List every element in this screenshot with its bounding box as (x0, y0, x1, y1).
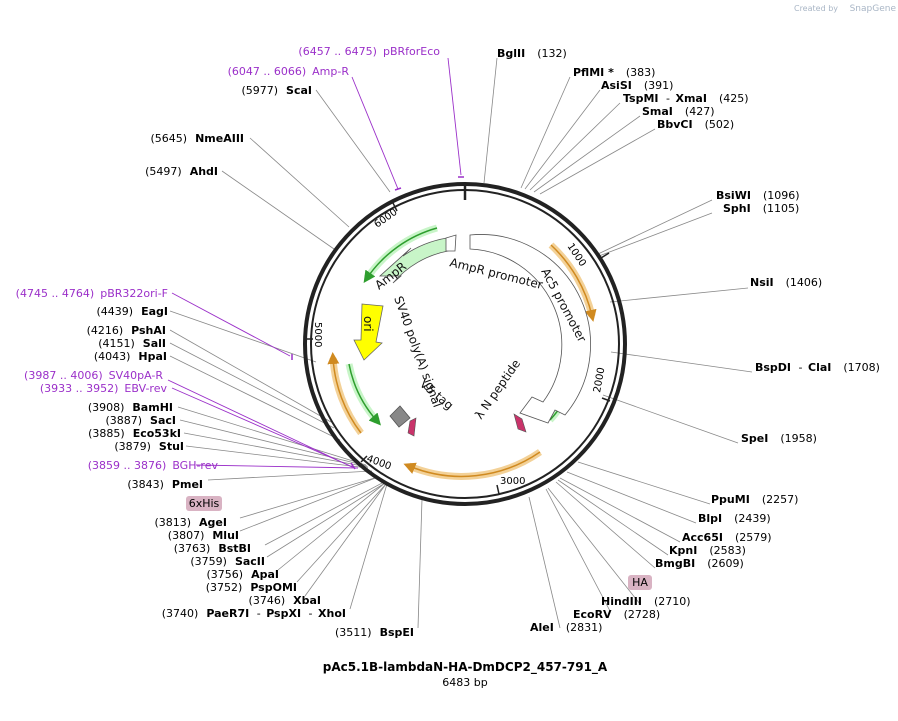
ampr-promoter-feature (445, 234, 457, 252)
site-label: Acc65I(2579) (682, 531, 772, 544)
site-label: (3887)SacI (105, 414, 176, 427)
created-by-text: Created by (794, 4, 838, 13)
site-label: (4043)HpaI (94, 350, 167, 363)
site-label: SpeI(1958) (741, 432, 817, 445)
site-label: (3908)BamHI (88, 401, 173, 414)
ampr-feature (378, 237, 449, 284)
site-label: BmgBI(2609) (655, 557, 744, 570)
site-label: (3813)AgeI (154, 516, 227, 529)
site-label: (3885)Eco53kI (88, 427, 181, 440)
plasmid-name: pAc5.1B-lambdaN-HA-DmDCP2_457-791_A (323, 660, 608, 675)
site-label: (4439)EagI (97, 305, 168, 318)
ruler-ticks (304, 202, 611, 495)
sv40-polya-feature (389, 405, 411, 428)
lambda-n-label: λ N peptide (472, 357, 523, 422)
primer-label: (6047 .. 6066)Amp-R (228, 65, 350, 78)
primer-label: (6457 .. 6475)pBRforEco (298, 45, 440, 58)
site-label: EcoRV(2728) (573, 608, 660, 621)
site-label: (3511)BspEI (335, 626, 414, 639)
site-label: KpnI(2583) (669, 544, 746, 557)
snapgene-logo: SnapGene (850, 4, 897, 14)
ha-label: HA (632, 576, 648, 589)
site-label: (3879)StuI (114, 440, 184, 453)
site-label: (3763)BstBI (174, 542, 251, 555)
primer-label: (4745 .. 4764)pBR322ori-F (16, 287, 168, 300)
green-arc-2-line (348, 363, 381, 426)
green-arc-2 (345, 363, 380, 424)
site-label: AsiSI(391) (601, 79, 673, 92)
site-label: SmaI(427) (642, 105, 715, 118)
site-label: BlpI(2439) (698, 512, 771, 525)
site-label: AleI(2831) (530, 621, 602, 634)
ori-feature (353, 303, 384, 361)
plasmid-size: 6483 bp (442, 676, 487, 689)
leader-lines (169, 57, 753, 629)
primer-label: (3859 .. 3876)BGH-rev (88, 459, 219, 472)
ori-label: ori (361, 316, 375, 332)
site-label: NsiI(1406) (750, 276, 822, 289)
site-label: TspMI - XmaI(425) (623, 92, 749, 105)
site-label: PpuMI(2257) (711, 493, 798, 506)
backbone-outer (303, 182, 627, 506)
v5-tag-feature (407, 417, 417, 437)
site-label: BglII(132) (497, 47, 567, 60)
site-label: (3752)PspOMI (206, 581, 297, 594)
site-label: SphI(1105) (723, 202, 799, 215)
site-label: (5977)ScaI (241, 84, 312, 97)
site-label: BsiWI(1096) (716, 189, 800, 202)
ac5-promoter-feature (469, 234, 591, 424)
green-arc-1-line (363, 227, 438, 283)
primer-labels: (6457 .. 6475)pBRforEco (6047 .. 6066)Amp… (16, 45, 441, 472)
primer-markers (291, 176, 464, 470)
site-label: (3756)ApaI (207, 568, 279, 581)
tick-label-5000: 5000 (312, 322, 323, 347)
site-label: (5645)NmeAIII (151, 132, 245, 145)
lambda-n-feature (513, 413, 527, 433)
primer-label: (3933 .. 3952)EBV-rev (40, 382, 168, 395)
ha-box (628, 575, 652, 590)
site-label: BbvCI(502) (657, 118, 734, 131)
6xhis-label: 6xHis (189, 497, 220, 510)
orf-arc-1-line (550, 244, 597, 322)
primer-label: (3987 .. 4006)SV40pA-R (24, 369, 163, 382)
tick-label-3000: 3000 (500, 476, 525, 487)
site-label: BspDI - ClaI(1708) (755, 361, 880, 374)
site-label: (3740)PaeR7I - PspXI - XhoI (162, 607, 346, 620)
site-label: (3807)MluI (168, 529, 239, 542)
tick-label-2000: 2000 (592, 367, 607, 394)
site-label: (4151)SalI (98, 337, 166, 350)
6xhis-box (186, 496, 222, 511)
site-label: (3759)SacII (190, 555, 265, 568)
site-label: HindIII(2710) (601, 595, 691, 608)
site-label: (4216)PshAI (87, 324, 166, 337)
site-labels: BglII(132) PflMI *(383)AsiSI(391)TspMI - … (87, 47, 880, 639)
primer-leader-lines (167, 57, 462, 469)
orf-arc-3-line (327, 352, 362, 434)
site-label: (3843)PmeI (127, 478, 203, 491)
site-label: (5497)AhdI (145, 165, 218, 178)
site-label: PflMI *(383) (573, 66, 655, 79)
orf-arc-2-line (403, 451, 541, 478)
site-label: (3746)XbaI (249, 594, 321, 607)
